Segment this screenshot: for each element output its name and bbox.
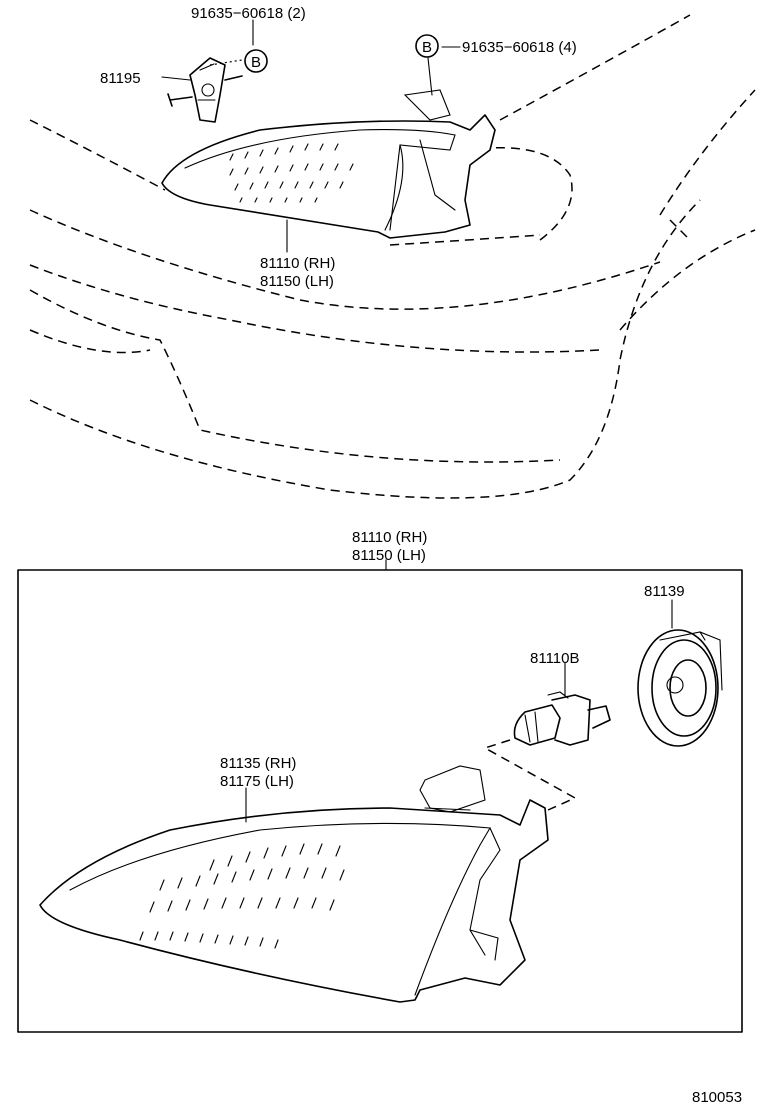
ref-b-label-2: B	[422, 39, 432, 56]
headlamp-housing-exploded	[39, 765, 549, 1003]
callout-unit-top-rh: 81110 (RH)	[260, 255, 335, 272]
callout-bolt-right: 91635−60618 (4)	[462, 39, 577, 56]
lens-texture-top	[229, 143, 354, 203]
headlamp-assembly-installed	[161, 89, 496, 239]
callout-unit-box-lh: 81150 (LH)	[352, 547, 426, 564]
figure-number: 810053	[692, 1089, 742, 1106]
vehicle-body-outline	[29, 14, 756, 499]
callout-bolt-top: 91635−60618 (2)	[191, 5, 306, 22]
reference-b-circle-2: B	[415, 34, 439, 58]
callout-bracket: 81195	[100, 70, 141, 87]
callout-lens-lh: 81175 (LH)	[220, 773, 294, 790]
exploded-view-frame	[17, 569, 743, 1033]
callout-unit-box-rh: 81110 (RH)	[352, 529, 427, 546]
socket-cover-81139	[637, 629, 723, 747]
callout-cover: 81139	[644, 583, 685, 600]
callout-lens-rh: 81135 (RH)	[220, 755, 296, 772]
callout-bulb: 81110B	[530, 650, 580, 667]
leader-lines-top	[161, 19, 461, 571]
lens-texture-bottom	[139, 843, 345, 949]
assembly-guide-line	[483, 739, 577, 811]
bulb-81110b	[513, 691, 611, 746]
bracket-81195	[167, 57, 243, 123]
callout-unit-top-lh: 81150 (LH)	[260, 273, 334, 290]
ref-b-label-1: B	[251, 54, 261, 71]
reference-b-circle-1: B	[244, 49, 268, 73]
